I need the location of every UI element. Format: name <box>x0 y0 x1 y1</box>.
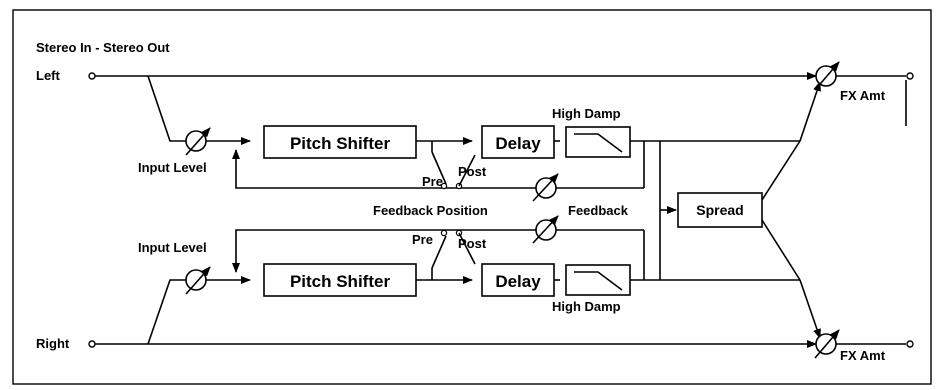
fx-amt-top-label: FX Amt <box>840 88 886 103</box>
high-damp-bottom-filter-icon <box>565 264 631 296</box>
feedback-label: Feedback <box>568 203 629 218</box>
spread-to-bottom-path <box>761 219 801 281</box>
top-wet-to-fx-path <box>799 81 821 142</box>
feedback-knob-bottom-icon <box>532 215 559 244</box>
delay-bottom-block <box>481 263 555 297</box>
delay-top-label: Delay <box>495 134 541 153</box>
diagram-title: Stereo In - Stereo Out <box>36 40 170 55</box>
post-bottom-label: Post <box>458 236 487 251</box>
fx-amt-bottom-label: FX Amt <box>840 348 886 363</box>
fx-amt-bottom-knob-icon <box>814 329 840 359</box>
pre-bottom-label: Pre <box>412 232 433 247</box>
pitch-shifter-top-block <box>263 125 417 159</box>
left-input-label: Left <box>36 68 61 83</box>
pitch-shifter-bottom-block <box>263 263 417 297</box>
high-damp-top-filter-icon <box>565 126 631 158</box>
left-output-jack <box>906 72 914 80</box>
right-output-jack <box>906 340 914 348</box>
delay-top-block <box>481 125 555 159</box>
right-input-label: Right <box>36 336 70 351</box>
feedback-position-label: Feedback Position <box>373 203 488 218</box>
high-damp-top-label: High Damp <box>552 106 621 121</box>
feedback-knob-top-icon <box>532 173 559 202</box>
pitch-shifter-top-label: Pitch Shifter <box>290 134 391 153</box>
bottom-feedback-return-path <box>232 229 644 273</box>
input-level-bottom-label: Input Level <box>138 240 207 255</box>
post-top-label: Post <box>458 164 487 179</box>
input-level-top-label: Input Level <box>138 160 207 175</box>
left-input-jack <box>88 72 96 80</box>
diagram-frame <box>12 9 932 385</box>
top-switch-lever <box>431 151 447 185</box>
right-input-jack <box>88 340 96 348</box>
delay-bottom-label: Delay <box>495 272 541 291</box>
spread-block <box>677 192 763 228</box>
bottom-switch-lever <box>431 235 447 269</box>
high-damp-bottom-label: High Damp <box>552 299 621 314</box>
input-level-knob-top-icon <box>185 127 211 156</box>
pre-top-label: Pre <box>422 174 443 189</box>
pitch-shifter-bottom-label: Pitch Shifter <box>290 272 391 291</box>
input-level-knob-bottom-icon <box>185 266 211 295</box>
fx-amt-top-knob-icon <box>814 61 840 91</box>
right-to-chain-path <box>147 276 251 345</box>
top-feedback-return-path <box>232 149 644 189</box>
spread-to-top-path <box>761 140 801 201</box>
spread-label: Spread <box>696 202 743 218</box>
bottom-wet-to-fx-path <box>799 279 821 339</box>
left-to-chain-path <box>147 75 251 145</box>
